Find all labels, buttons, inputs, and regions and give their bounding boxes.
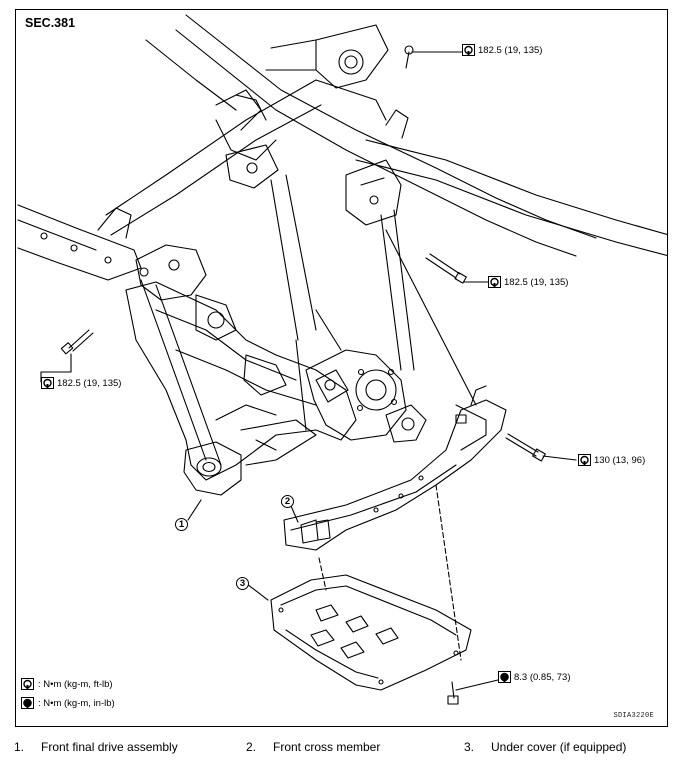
parts-caption-list: 1. Front final drive assembly 2. Front c… [0, 738, 685, 758]
caption-label: Front cross member [273, 740, 381, 754]
torque-wrench-icon [41, 377, 54, 389]
exploded-view-drawing [17, 14, 667, 705]
torque-wrench-icon [578, 454, 591, 466]
torque-value: 182.5 (19, 135) [57, 377, 122, 389]
torque-value: 8.3 (0.85, 73) [514, 671, 571, 683]
front-final-drive-assembly [125, 281, 427, 496]
torque-value: 182.5 (19, 135) [478, 44, 543, 56]
torque-label-left: 182.5 (19, 135) [41, 377, 121, 389]
callout-1: 1 [175, 518, 188, 531]
caption-number: 2. [246, 740, 257, 754]
legend-text: : N•m (kg-m, ft-lb) [38, 678, 113, 690]
section-label: SEC.381 [25, 16, 76, 30]
diagram-frame: SEC.381 182.5 (19, 135) 182.5 (19, 135) … [15, 9, 668, 727]
caption-number: 1. [14, 740, 25, 754]
callout-3: 3 [236, 577, 249, 590]
caption-number: 3. [464, 740, 475, 754]
torque-label-mid-right: 182.5 (19, 135) [488, 276, 568, 288]
torque-label-top-right: 182.5 (19, 135) [462, 44, 542, 56]
figure-code: SDIA3220E [613, 712, 654, 720]
torque-wrench-icon [462, 44, 475, 56]
callout-leaders [187, 499, 299, 601]
caption-label: Front final drive assembly [41, 740, 178, 754]
vehicle-frame [17, 14, 667, 301]
torque-value: 182.5 (19, 135) [504, 276, 569, 288]
torque-label-under-cover: 8.3 (0.85, 73) [498, 671, 571, 683]
torque-wrench-icon [21, 678, 34, 690]
alignment-lines [140, 174, 477, 661]
callout-2: 2 [281, 495, 294, 508]
legend-in-lb: : N•m (kg-m, in-lb) [21, 697, 115, 709]
torque-wrench-filled-icon [21, 697, 34, 709]
torque-wrench-icon [488, 276, 501, 288]
bolts [40, 45, 577, 705]
legend-ft-lb: : N•m (kg-m, ft-lb) [21, 678, 113, 690]
torque-label-cross-member: 130 (13, 96) [578, 454, 645, 466]
legend-text: : N•m (kg-m, in-lb) [38, 697, 115, 709]
torque-value: 130 (13, 96) [594, 454, 646, 466]
under-cover-part [270, 574, 472, 691]
front-cross-member [283, 385, 507, 551]
torque-wrench-filled-icon [498, 671, 511, 683]
caption-label: Under cover (if equipped) [491, 740, 627, 754]
